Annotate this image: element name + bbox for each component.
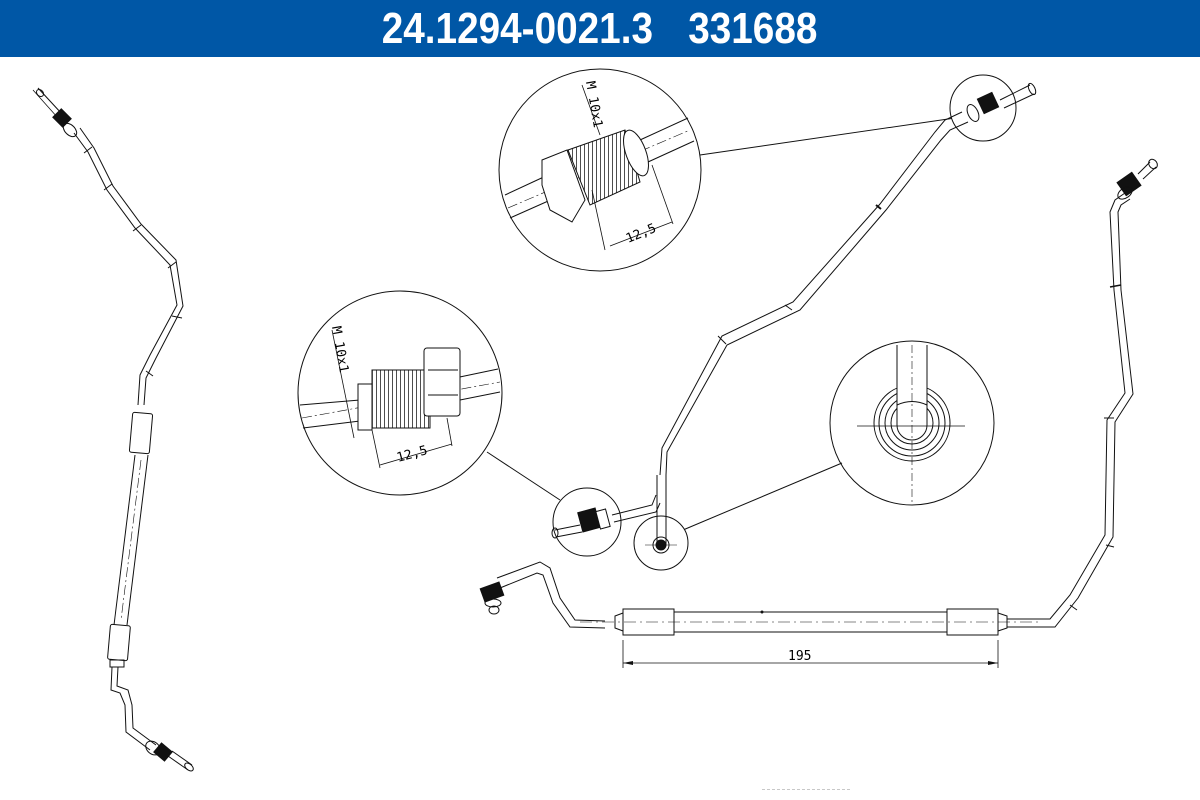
detail-end-view-callout: [682, 340, 995, 531]
right-pipe-view: 195: [479, 158, 1158, 668]
footer-dashed-mark: [762, 789, 850, 790]
hose-length-dimension: 195: [788, 649, 811, 664]
technical-drawing: M 10x1 12,5 M 10x1 12,5: [32, 68, 1158, 772]
header-title: 24.1294-0021.3 331688: [382, 4, 818, 54]
left-pipe-view: [32, 87, 194, 772]
detail-top-callout: M 10x1 12,5: [498, 68, 956, 272]
article-number: 331688: [688, 3, 818, 53]
center-pipe-view: [551, 74, 1037, 571]
part-number: 24.1294-0021.3: [382, 3, 654, 53]
left-top-fitting: [32, 87, 78, 138]
detail-left-callout: M 10x1 12,5: [297, 290, 561, 501]
header-banner: 24.1294-0021.3 331688: [0, 0, 1200, 57]
